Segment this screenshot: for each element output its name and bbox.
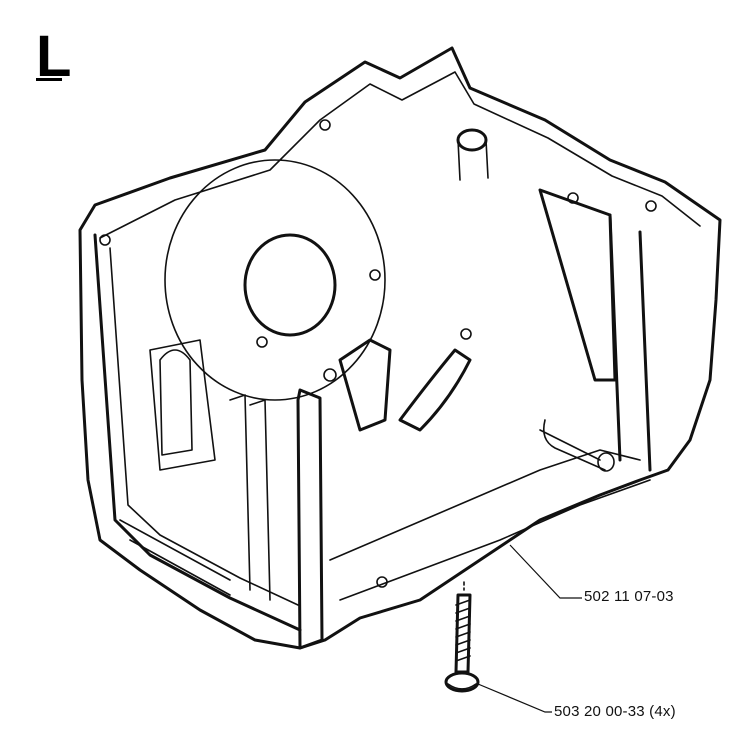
leader-screw [477, 683, 552, 713]
crank-support-right [398, 348, 472, 432]
housing-front-wall [93, 233, 302, 632]
screw-hole [319, 119, 331, 131]
housing-outline [78, 46, 722, 650]
housing-front-wall-inner [109, 247, 299, 606]
inner-ribs [119, 394, 271, 601]
part-number-label-screw: 503 20 00-33 (4x) [554, 703, 676, 720]
crankcase-housing [78, 46, 722, 650]
cylinder-bore [243, 233, 337, 337]
screw-hole [369, 269, 381, 281]
screw-hole [376, 576, 388, 588]
screw-hole [645, 200, 657, 212]
housing-floor [329, 449, 641, 561]
section-letter-underline [36, 78, 62, 81]
top-boss-column [457, 139, 489, 181]
right-bracket [538, 188, 617, 382]
screw-hole [460, 328, 472, 340]
screw-thread [455, 599, 471, 662]
crank-support-left [338, 338, 392, 432]
bottom-boss-end [597, 452, 615, 472]
screw-hole [99, 234, 111, 246]
front-pillar [296, 388, 324, 650]
leader-housing [509, 544, 582, 599]
housing-floor-edge [339, 479, 651, 601]
screw-hole [323, 368, 337, 382]
inner-slot [159, 349, 193, 456]
cylinder-flange [164, 159, 386, 401]
screw-hole [256, 336, 268, 348]
part-number-label-housing: 502 11 07-03 [584, 588, 674, 605]
bottom-boss [539, 419, 606, 471]
section-letter: L [36, 24, 72, 89]
housing-top-rim [99, 71, 701, 239]
inner-wall-left [149, 339, 216, 471]
housing-screw [444, 593, 480, 693]
screw-shank [454, 593, 472, 674]
screw-head-rim [447, 683, 477, 690]
screw-hole [567, 192, 579, 204]
